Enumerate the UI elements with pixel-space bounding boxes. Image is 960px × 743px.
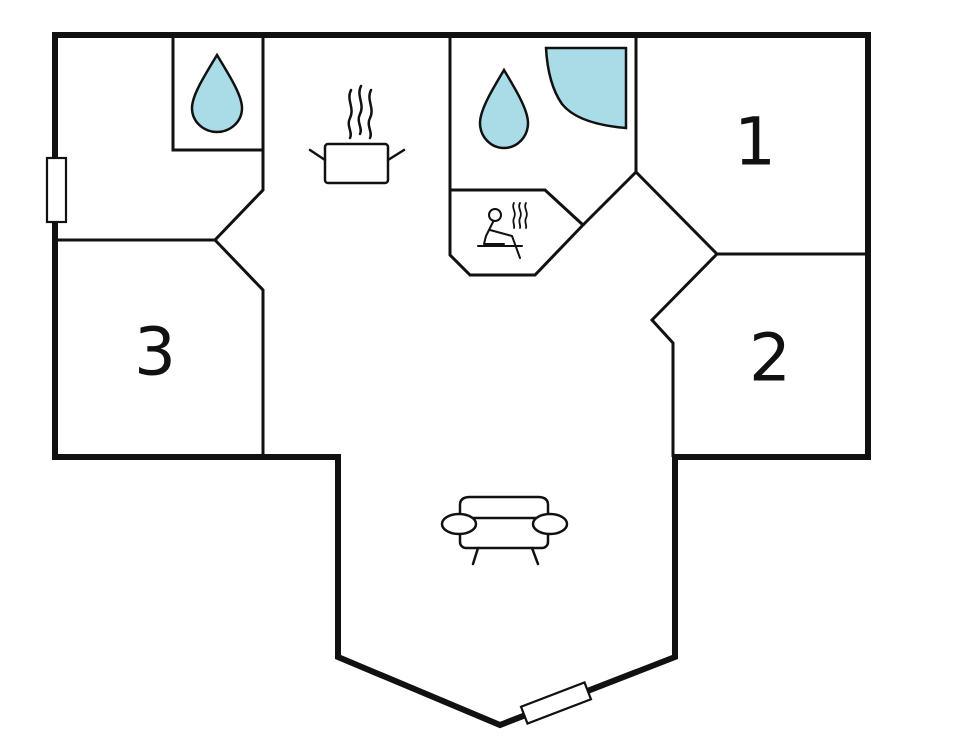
- room-3-label: 3: [134, 314, 176, 391]
- sofa-icon: [440, 495, 569, 566]
- water-drop-icon: [478, 67, 530, 150]
- water-drop-icon: [190, 52, 244, 134]
- room-2-label: 2: [749, 320, 791, 397]
- window-icon: [519, 680, 593, 726]
- shower-icon: [544, 46, 628, 130]
- window-icon: [45, 156, 68, 224]
- room-1-label: 1: [734, 104, 776, 181]
- sauna-icon: [477, 202, 528, 259]
- cooking-pot-icon: [308, 84, 406, 185]
- interior-walls: [55, 35, 868, 457]
